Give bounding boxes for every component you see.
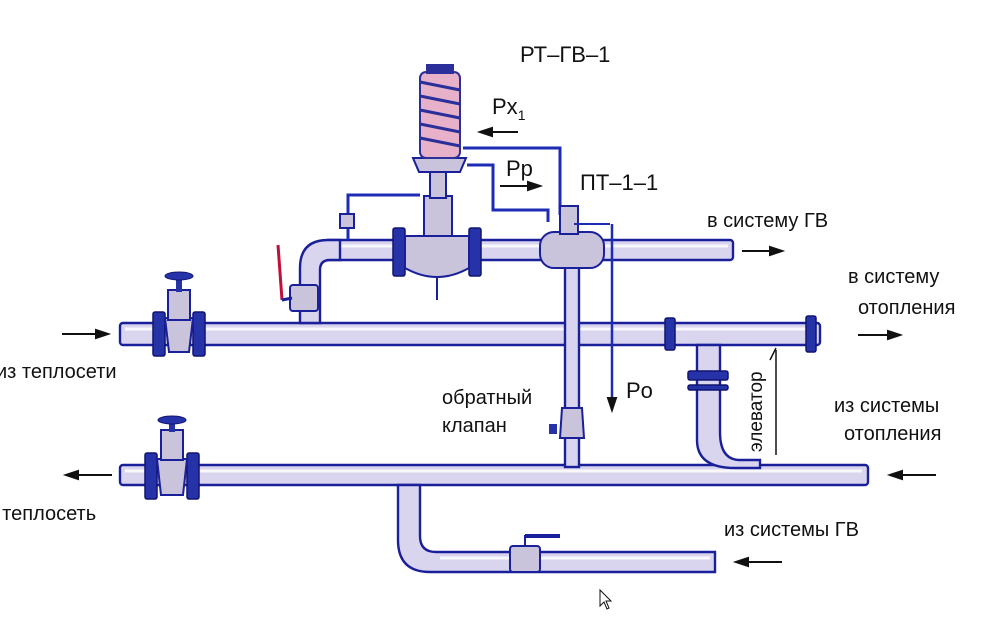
supply-pipe (118, 321, 822, 347)
regulator-label: РТ–ГВ–1 (520, 42, 610, 67)
check-valve-label-2: клапан (442, 415, 507, 437)
hot-water-pipe (298, 238, 735, 325)
ball-valve-bend (276, 244, 319, 312)
from-heating-label-2: отопления (844, 423, 941, 445)
pt-label: ПТ–1–1 (580, 170, 658, 195)
px1-label: Px1 (492, 94, 526, 123)
dhw-return-pipe (396, 483, 717, 574)
elevator-branch (687, 343, 762, 470)
check-valve (549, 407, 586, 439)
pp-label: Pр (506, 156, 533, 181)
return-pipe (118, 463, 870, 487)
mouse-cursor-icon (599, 588, 613, 610)
supply-flanges (664, 315, 817, 353)
to-heating-label-2: отопления (858, 297, 955, 319)
from-heat-network-label: из теплосети (0, 361, 117, 383)
flow-arrows (62, 126, 936, 568)
to-heat-network-label: в теплосеть (0, 503, 96, 525)
from-heating-label-1: из системы (834, 395, 939, 417)
to-hot-water-label: в систему ГВ (707, 210, 828, 232)
check-valve-label-1: обратный (442, 387, 532, 409)
to-heating-label-1: в систему (848, 266, 939, 288)
from-hot-water-label: из системы ГВ (724, 519, 859, 541)
gate-valve-return (144, 415, 200, 500)
impulse-lines (339, 146, 562, 240)
pressure-regulator (392, 64, 482, 300)
temperature-sensor-body (539, 205, 614, 398)
gate-valve-supply (152, 271, 206, 357)
po-label: Pо (626, 378, 653, 403)
elevator-label: элеватор (746, 371, 767, 452)
